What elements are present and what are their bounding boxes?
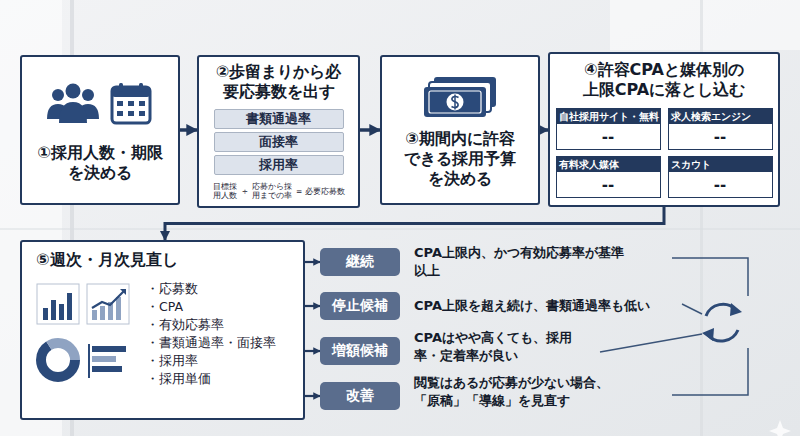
note-text: CPA上限内、かつ有効応募率が基準以上 bbox=[414, 244, 633, 280]
flow-arrow bbox=[165, 207, 664, 240]
metric-item: ・CPA bbox=[146, 298, 276, 316]
process-box: ①採用人数・期限を決める bbox=[20, 55, 180, 205]
process-box: ④許容CPAと媒体別の上限CPAに落とし込む自社採用サイト・無料--求人検索エン… bbox=[548, 52, 780, 207]
formula-text: = bbox=[296, 187, 302, 196]
flow-arrow bbox=[305, 350, 320, 352]
money-icon bbox=[420, 75, 500, 121]
note-text: 閲覧はあるが応募が少ない場合、「原稿」「導線」を見直す bbox=[414, 374, 617, 410]
formula-text: 必要応募数 bbox=[305, 187, 345, 196]
card-body: -- bbox=[669, 172, 772, 197]
card-body: -- bbox=[669, 124, 772, 149]
note-text: CPA上限を超え続け、書類通過率も低い bbox=[414, 297, 676, 315]
card-header: 有料求人媒体 bbox=[557, 157, 660, 172]
people-calendar-icon bbox=[44, 81, 156, 127]
flow-arrow bbox=[180, 128, 197, 132]
flow-arrow bbox=[305, 395, 320, 397]
rate-label: 面接率 bbox=[259, 134, 298, 151]
flow-arrow bbox=[305, 305, 320, 307]
sparkle-mark bbox=[769, 420, 791, 436]
media-card: スカウト -- bbox=[668, 156, 773, 198]
metric-list: ・応募数・CPA・有効応募率・書類通過率・面接率・採用率・採用単価 bbox=[146, 280, 276, 388]
process-box: ②歩留まりから必要応募数を出す書類通過率面接率採用率目標採用人数÷応募から採用ま… bbox=[197, 55, 360, 208]
box-title: ⑤週次・月次見直し bbox=[36, 250, 178, 270]
rate-box: 採用率 bbox=[214, 155, 344, 175]
decision-pill: 継続 bbox=[320, 248, 400, 276]
rate-label: 書類通過率 bbox=[246, 111, 311, 128]
rate-box: 書類通過率 bbox=[214, 109, 344, 129]
card-header: スカウト bbox=[669, 157, 772, 172]
decision-pill: 改善 bbox=[320, 382, 400, 410]
metric-item: ・応募数 bbox=[146, 280, 276, 298]
card-body: -- bbox=[557, 124, 660, 149]
pill-label: 停止候補 bbox=[332, 297, 388, 315]
card-header: 求人検索エンジン bbox=[669, 109, 772, 124]
formula-text: 目標採用人数 bbox=[212, 182, 239, 200]
card-value: -- bbox=[714, 128, 726, 146]
rate-box: 面接率 bbox=[214, 132, 344, 152]
formula-text: ÷ bbox=[242, 187, 248, 196]
flow-arrow bbox=[540, 128, 548, 132]
formula-text: 応募から採用までの率 bbox=[251, 182, 293, 200]
flow-arrow bbox=[360, 128, 380, 132]
process-box: ⑤週次・月次見直し ・応募数・CPA・有効応募率・書類通過率・面接率・採用率・採… bbox=[20, 240, 305, 420]
note-text: CPAはやや高くても、採用率・定着率が良い bbox=[414, 329, 580, 365]
cycle-icon bbox=[702, 303, 742, 341]
card-body: -- bbox=[557, 172, 660, 197]
card-value: -- bbox=[602, 176, 614, 194]
box-title: ②歩留まりから必要応募数を出す bbox=[214, 62, 344, 102]
media-card: 自社採用サイト・無料 -- bbox=[556, 108, 661, 150]
card-value: -- bbox=[714, 176, 726, 194]
process-box: ③期間内に許容できる採用予算を決める bbox=[380, 55, 540, 205]
metric-item: ・採用率 bbox=[146, 352, 276, 370]
media-card: 求人検索エンジン -- bbox=[668, 108, 773, 150]
media-card: 有料求人媒体 -- bbox=[556, 156, 661, 198]
decision-pill: 増額候補 bbox=[320, 337, 400, 365]
card-header: 自社採用サイト・無料 bbox=[557, 109, 660, 124]
formula-row: 目標採用人数÷応募から採用までの率=必要応募数 bbox=[212, 182, 346, 200]
decision-pill: 停止候補 bbox=[320, 292, 400, 320]
rate-label: 採用率 bbox=[259, 157, 298, 174]
pill-label: 継続 bbox=[346, 253, 374, 271]
pill-label: 増額候補 bbox=[332, 342, 388, 360]
box-title: ①採用人数・期限を決める bbox=[34, 143, 166, 183]
box-title: ③期間内に許容できる採用予算を決める bbox=[402, 129, 518, 189]
metric-item: ・有効応募率 bbox=[146, 316, 276, 334]
cycle-lines bbox=[600, 258, 748, 395]
box-title: ④許容CPAと媒体別の上限CPAに落とし込む bbox=[578, 60, 750, 100]
pill-label: 改善 bbox=[346, 387, 374, 405]
card-value: -- bbox=[602, 128, 614, 146]
flow-arrow bbox=[305, 261, 320, 263]
media-grid: 自社採用サイト・無料 -- 求人検索エンジン -- 有料求人媒体 -- スカウト -- bbox=[556, 108, 773, 198]
rate-list: 書類通過率面接率採用率 bbox=[214, 109, 344, 175]
charts-icon bbox=[36, 280, 132, 392]
review-row: ・応募数・CPA・有効応募率・書類通過率・面接率・採用率・採用単価 bbox=[36, 280, 276, 392]
metric-item: ・採用単価 bbox=[146, 370, 276, 388]
metric-item: ・書類通過率・面接率 bbox=[146, 334, 276, 352]
